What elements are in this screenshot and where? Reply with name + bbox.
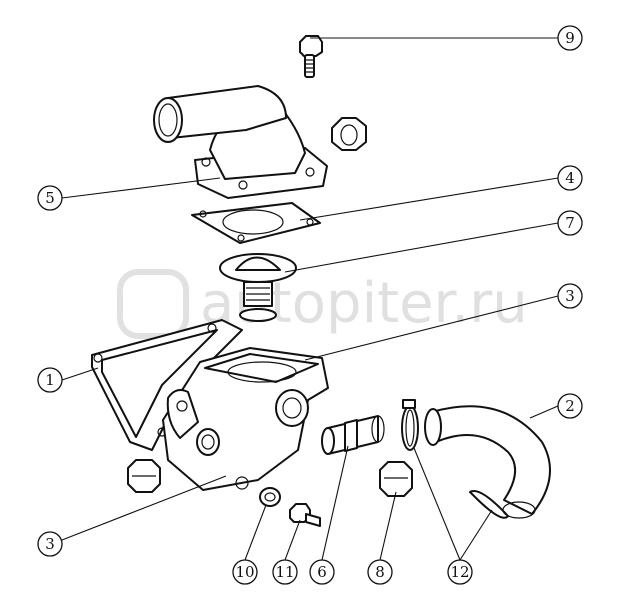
- leader-lines: [61, 37, 559, 561]
- part-clamp-12-upper: [401, 399, 419, 451]
- callout-label-6: 6: [317, 563, 327, 581]
- callout-12: 12: [447, 559, 473, 585]
- part-bolt-11: [289, 503, 321, 527]
- callout-1: 1: [37, 367, 63, 393]
- callout-3-upper: 3: [557, 283, 583, 309]
- part-bolt-9: [299, 35, 323, 78]
- callout-label-10: 10: [235, 563, 254, 581]
- part-housing-3: [162, 347, 329, 491]
- callout-label-7: 7: [565, 214, 575, 232]
- callout-label-3-upper: 3: [565, 287, 575, 305]
- callout-6: 6: [309, 559, 335, 585]
- callout-10: 10: [232, 559, 258, 585]
- callout-7: 7: [557, 210, 583, 236]
- part-hose-2: [424, 405, 551, 519]
- callout-label-11: 11: [275, 563, 294, 581]
- callout-8: 8: [367, 559, 393, 585]
- part-washer-10: [259, 487, 281, 507]
- callout-label-4: 4: [565, 169, 575, 187]
- callout-9: 9: [557, 25, 583, 51]
- callout-label-1: 1: [45, 371, 55, 389]
- part-thermostat-7: [219, 253, 297, 322]
- part-gasket-1: [91, 319, 243, 451]
- callout-label-5: 5: [45, 189, 55, 207]
- callout-label-2: 2: [565, 397, 575, 415]
- callout-2: 2: [557, 393, 583, 419]
- part-outlet-housing-5: [153, 85, 328, 199]
- callout-label-3-lower: 3: [45, 535, 55, 553]
- callout-4: 4: [557, 165, 583, 191]
- watermark: autopiter.ru: [117, 269, 528, 339]
- callout-label-12: 12: [450, 563, 469, 581]
- part-plug-upper: [331, 117, 367, 151]
- callout-label-9: 9: [565, 29, 575, 47]
- part-plug-8: [379, 461, 413, 497]
- watermark-logo-icon: [117, 269, 189, 339]
- part-fitting-6: [321, 415, 385, 455]
- callout-3-lower: 3: [37, 531, 63, 557]
- part-gasket-4: [191, 202, 321, 244]
- callout-label-8: 8: [375, 563, 385, 581]
- callout-11: 11: [272, 559, 298, 585]
- part-plug-lower-left: [127, 459, 161, 493]
- callout-5: 5: [37, 185, 63, 211]
